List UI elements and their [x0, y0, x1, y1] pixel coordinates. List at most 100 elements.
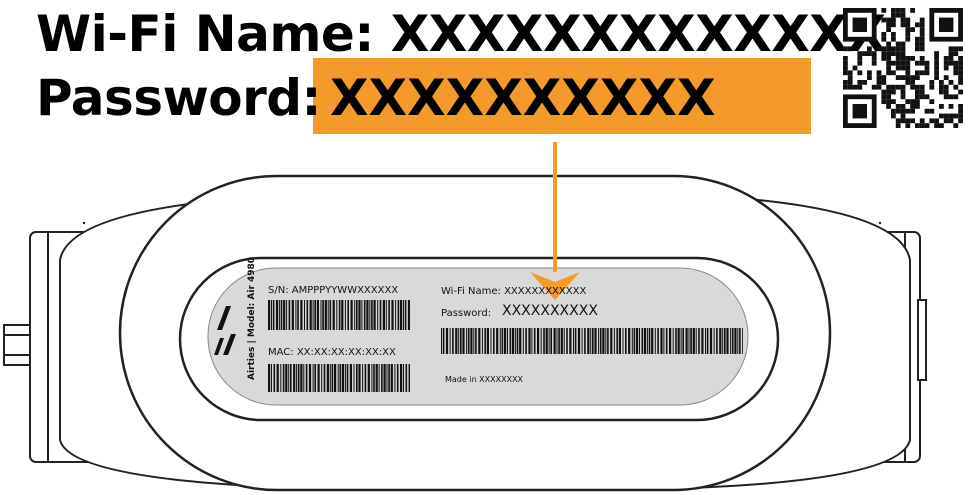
- qr-module: [881, 89, 887, 95]
- qr-module: [881, 17, 887, 23]
- qr-module: [924, 94, 930, 100]
- barcode-bar: [537, 328, 540, 354]
- qr-module: [915, 70, 920, 76]
- qr-module: [843, 80, 848, 85]
- barcode-bar: [329, 364, 331, 392]
- qr-module: [905, 108, 911, 114]
- barcode-bar: [297, 300, 299, 330]
- barcode-bar: [550, 328, 552, 354]
- qr-module: [958, 65, 963, 71]
- label-wifi-name-text: Wi-Fi Name: XXXXXXXXXXXX: [441, 286, 587, 297]
- barcode-bar: [545, 328, 548, 354]
- wifi-name-callout: Wi-Fi Name: XXXXXXXXXXXXX: [36, 5, 886, 63]
- qr-module: [900, 8, 906, 13]
- barcode-bar: [599, 328, 602, 354]
- qr-module: [929, 80, 935, 85]
- qr-module: [886, 60, 891, 66]
- barcode-bar: [730, 328, 732, 354]
- barcode-bar: [543, 328, 545, 354]
- barcode-bar: [378, 364, 380, 392]
- qr-module: [871, 56, 877, 61]
- qr-module: [919, 94, 925, 100]
- qr-module: [905, 118, 911, 124]
- barcode-bar: [371, 300, 373, 330]
- barcode-bar: [268, 364, 271, 392]
- barcode-bar: [657, 328, 659, 354]
- barcode-bar: [349, 364, 352, 392]
- qr-module: [886, 84, 891, 90]
- barcode-bar: [633, 328, 636, 354]
- qr-module: [919, 118, 925, 124]
- barcode-bar: [490, 328, 492, 354]
- barcode-bar: [288, 364, 290, 392]
- barcode-bar: [295, 300, 297, 330]
- barcode-bar: [680, 328, 682, 354]
- barcode-bar: [356, 300, 358, 330]
- qr-module: [953, 65, 959, 71]
- qr-module: [891, 46, 896, 52]
- qr-module: [939, 104, 944, 109]
- qr-module: [886, 46, 891, 52]
- qr-module: [900, 12, 906, 18]
- barcode-bar: [379, 300, 382, 330]
- barcode-bar: [403, 364, 404, 392]
- qr-module: [881, 94, 887, 100]
- qr-module: [948, 46, 954, 52]
- barcode-bar: [312, 300, 314, 330]
- qr-finder: [852, 104, 867, 119]
- qr-module: [915, 22, 920, 28]
- qr-module: [881, 36, 887, 42]
- barcode-bar: [397, 300, 400, 330]
- qr-module: [958, 118, 963, 124]
- qr-module: [876, 75, 882, 80]
- qr-module: [905, 75, 911, 80]
- barcode-bar: [685, 328, 688, 354]
- qr-module: [915, 89, 920, 95]
- qr-module: [915, 41, 920, 47]
- qr-module: [895, 65, 901, 71]
- qr-module: [891, 108, 896, 114]
- qr-module: [943, 84, 949, 90]
- qr-module: [915, 75, 920, 80]
- barcode-bar: [364, 364, 367, 392]
- barcode-bar: [308, 364, 312, 392]
- barcode-bar: [533, 328, 536, 354]
- qr-module: [910, 104, 915, 109]
- qr-module: [943, 94, 949, 100]
- qr-module: [953, 70, 959, 76]
- qr-module: [867, 70, 872, 76]
- qr-module: [953, 84, 959, 90]
- qr-module: [929, 99, 935, 104]
- barcode-bar: [278, 300, 280, 330]
- barcode-bar: [400, 300, 403, 330]
- qr-module: [895, 118, 901, 124]
- wifi-barcode: [441, 328, 743, 354]
- barcode-bar: [514, 328, 516, 354]
- barcode-bar: [344, 364, 346, 392]
- barcode-bar: [353, 364, 355, 392]
- barcode-bar: [581, 328, 583, 354]
- barcode-bar: [381, 364, 383, 392]
- qr-module: [934, 118, 939, 124]
- barcode-bar: [449, 328, 451, 354]
- barcode-bar: [314, 364, 316, 392]
- qr-module: [905, 32, 911, 37]
- barcode-bar: [651, 328, 654, 354]
- qr-module: [891, 8, 896, 13]
- password-callout-label: Password:: [36, 69, 322, 127]
- barcode-bar: [672, 328, 674, 354]
- barcode-bar: [280, 300, 283, 330]
- barcode-bar: [701, 328, 704, 354]
- qr-module: [910, 99, 915, 104]
- barcode-bar: [326, 364, 329, 392]
- qr-module: [876, 70, 882, 76]
- qr-module: [915, 94, 920, 100]
- barcode-bar: [272, 300, 275, 330]
- qr-module: [895, 41, 901, 47]
- qr-module: [881, 8, 887, 13]
- barcode-bar: [587, 328, 590, 354]
- qr-module: [910, 27, 915, 32]
- qr-module: [948, 80, 954, 85]
- barcode-bar: [688, 328, 690, 354]
